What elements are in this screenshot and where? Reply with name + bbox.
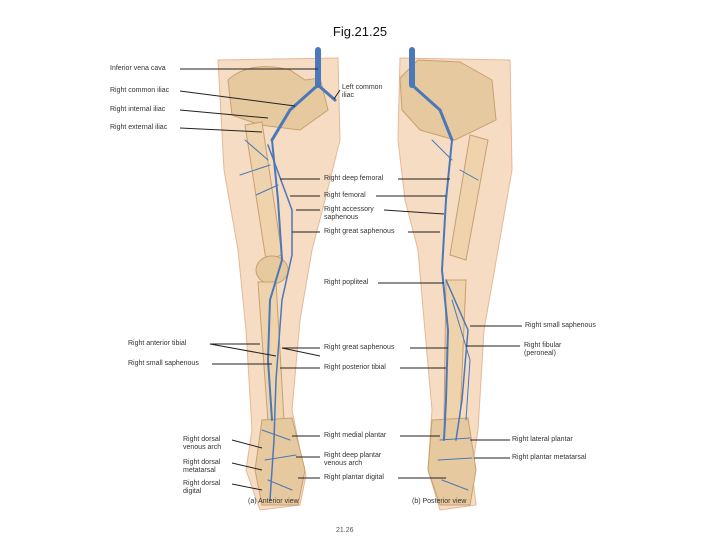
label-right-accessory-saphenous: Right accessory saphenous [324, 206, 386, 222]
label-right-dorsal-metatarsal: Right dorsal metatarsal [183, 459, 233, 475]
anterior-patella [256, 256, 288, 284]
label-right-anterior-tibial: Right anterior tibial [128, 340, 186, 348]
page-number: 21.26 [336, 527, 354, 534]
label-inferior-vena-cava: Inferior vena cava [110, 65, 166, 73]
label-right-plantar-digital: Right plantar digital [324, 474, 384, 482]
label-right-internal-iliac: Right internal iliac [110, 106, 165, 114]
label-right-lateral-plantar: Right lateral plantar [512, 436, 573, 444]
label-right-femoral: Right femoral [324, 192, 366, 200]
label-right-deep-femoral: Right deep femoral [324, 175, 383, 183]
figure-title: Fig.21.25 [0, 24, 720, 39]
label-right-dorsal-digital: Right dorsal digital [183, 480, 233, 496]
posterior-leg [398, 50, 512, 510]
anterior-foot [255, 418, 305, 505]
label-right-fibular: Right fibular (peroneal) [524, 342, 584, 358]
label-right-plantar-metatarsal: Right plantar metatarsal [512, 454, 586, 462]
label-right-popliteal: Right popliteal [324, 279, 368, 287]
label-left-common-iliac: Left common iliac [342, 84, 392, 100]
caption-posterior-view: (b) Posterior view [412, 498, 466, 505]
label-right-small-saphenous-a: Right small saphenous [128, 360, 199, 368]
label-right-deep-plantar-venous-arch: Right deep plantar venous arch [324, 452, 394, 468]
label-right-medial-plantar: Right medial plantar [324, 432, 386, 440]
label-right-great-saphenous-1: Right great saphenous [324, 228, 394, 236]
label-right-common-iliac: Right common iliac [110, 87, 169, 95]
label-right-external-iliac: Right external iliac [110, 124, 167, 132]
label-right-great-saphenous-2: Right great saphenous [324, 344, 394, 352]
label-right-dorsal-venous-arch: Right dorsal venous arch [183, 436, 235, 452]
caption-anterior-view: (a) Anterior view [248, 498, 299, 505]
posterior-foot [428, 418, 476, 505]
label-right-small-saphenous-b: Right small saphenous [525, 322, 596, 330]
label-right-posterior-tibial: Right posterior tibial [324, 364, 386, 372]
